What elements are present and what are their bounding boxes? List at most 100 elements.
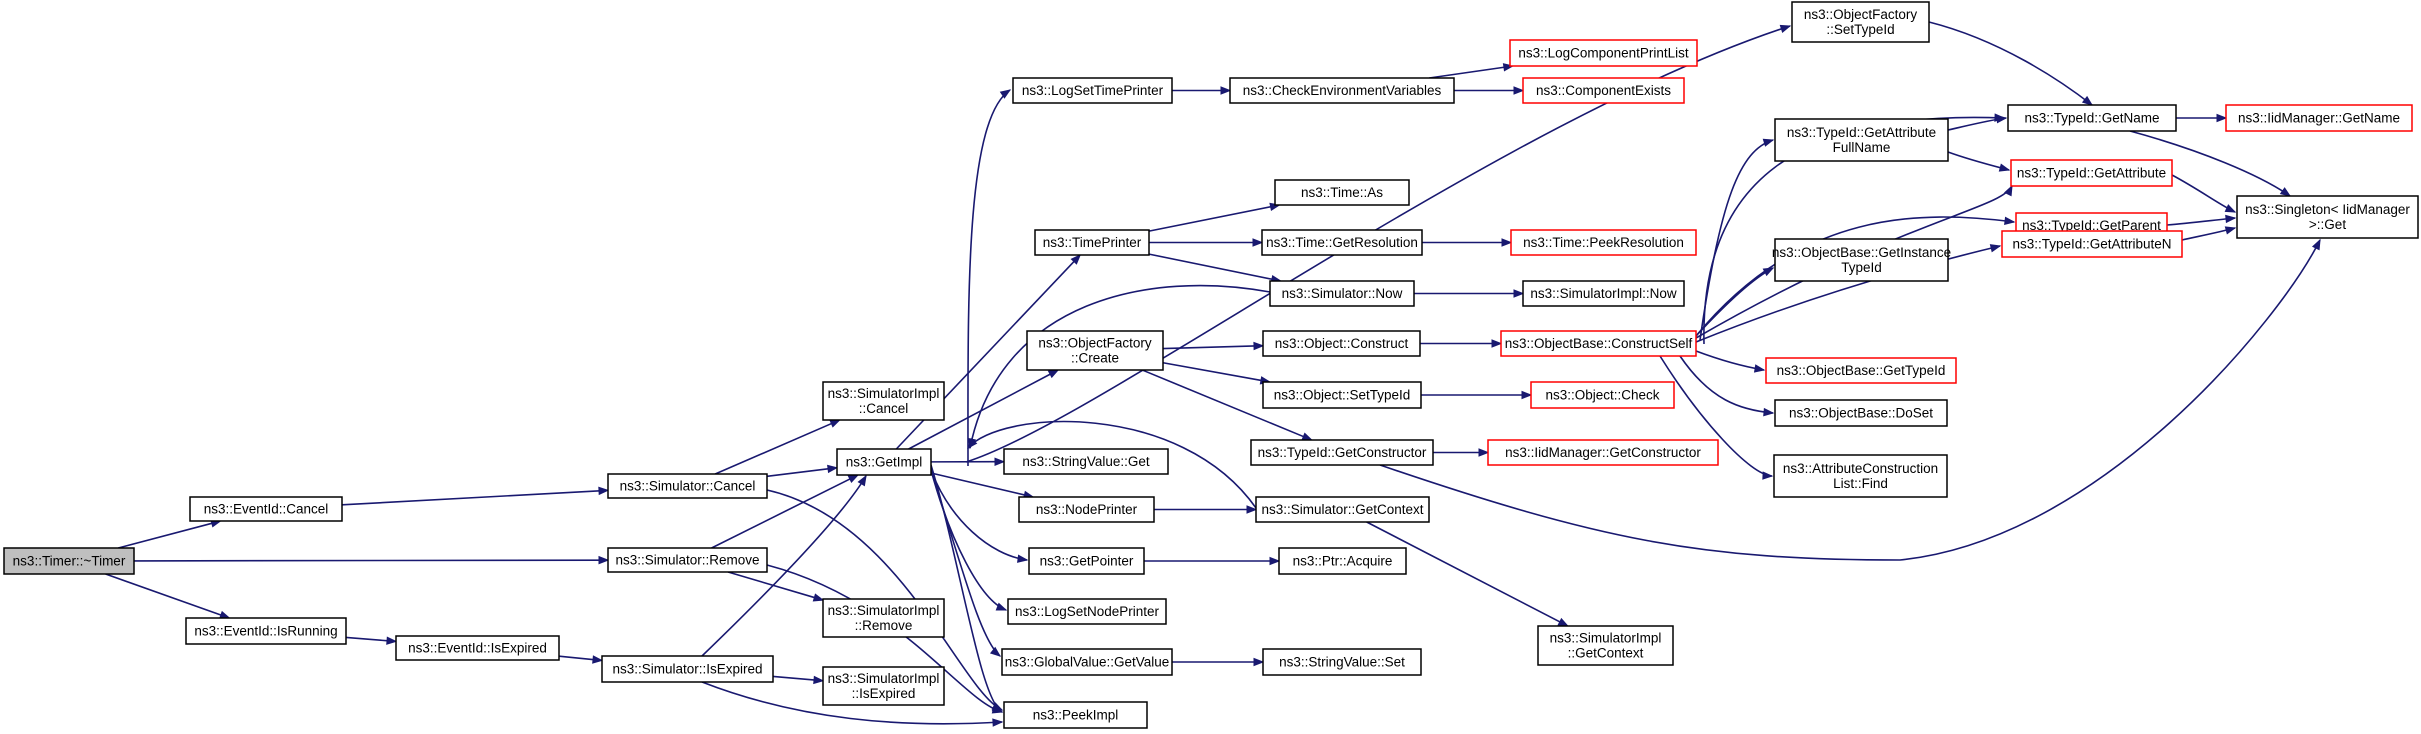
node-simimpl-isexpired[interactable]: ns3::SimulatorImpl::IsExpired — [822, 666, 945, 706]
edge-checkenv-to-componentexists — [1454, 86, 1525, 95]
edge-globalvalue_getvalue-to-stringvalue_set — [1172, 657, 1265, 667]
node-box — [822, 666, 945, 706]
node-label: TypeId — [1841, 260, 1882, 275]
node-singleton-get[interactable]: ns3::Singleton< IidManager >::Get — [2236, 195, 2419, 239]
node-simimpl-getcontext[interactable]: ns3::SimulatorImpl::GetContext — [1537, 625, 1674, 666]
node-object-construct[interactable]: ns3::Object::Construct — [1262, 330, 1421, 357]
node-componentexists[interactable]: ns3::ComponentExists — [1522, 77, 1685, 104]
edge-arrowhead — [1252, 238, 1264, 247]
edge-typeid_getattrfullname-to-typeid_getname — [1947, 114, 2008, 131]
node-getpointer[interactable]: ns3::GetPointer — [1028, 547, 1145, 575]
node-label: ns3::ComponentExists — [1536, 83, 1671, 98]
node-objbase-gettypeid[interactable]: ns3::ObjectBase::GetTypeId — [1765, 357, 1957, 384]
node-iidmanager-getname[interactable]: ns3::IidManager::GetName — [2225, 104, 2413, 132]
node-ev-isrunning[interactable]: ns3::EventId::IsRunning — [185, 617, 347, 645]
node-objfactory-create[interactable]: ns3::ObjectFactory::Create — [1026, 330, 1164, 371]
node-logsetnodeprinter[interactable]: ns3::LogSetNodePrinter — [1007, 598, 1167, 625]
edge-sim_now-to-simimpl_now — [1414, 289, 1525, 298]
node-ev-cancel[interactable]: ns3::EventId::Cancel — [189, 496, 343, 522]
node-sim-now[interactable]: ns3::Simulator::Now — [1269, 280, 1415, 307]
node-label: ns3::Simulator::Cancel — [620, 479, 756, 494]
edge-objbase_constructself-to-objbase_doset — [1679, 355, 1775, 417]
node-timer[interactable]: ns3::Timer::~Timer — [3, 547, 135, 575]
edge-sim_remove-to-simimpl_remove — [727, 571, 825, 602]
edge-arrowhead — [992, 718, 1004, 727]
edge-line — [345, 636, 389, 642]
node-iidmanager-getconstructor[interactable]: ns3::IidManager::GetConstructor — [1487, 439, 1719, 466]
node-simimpl-remove[interactable]: ns3::SimulatorImpl::Remove — [822, 598, 945, 638]
node-logcompprintlist[interactable]: ns3::LogComponentPrintList — [1509, 39, 1698, 67]
node-sim-remove[interactable]: ns3::Simulator::Remove — [607, 547, 768, 573]
node-sim-getcontext[interactable]: ns3::Simulator::GetContext — [1255, 496, 1430, 523]
edge-line — [727, 571, 816, 599]
node-ptr-acquire[interactable]: ns3::Ptr::Acquire — [1278, 547, 1407, 575]
edge-arrowhead — [386, 636, 398, 645]
edge-line — [714, 422, 833, 475]
node-sim-isexpired[interactable]: ns3::Simulator::IsExpired — [601, 655, 774, 683]
node-simimpl-cancel[interactable]: ns3::SimulatorImpl::Cancel — [822, 381, 945, 421]
edge-arrowhead — [829, 419, 841, 428]
node-typeid-getconstructor[interactable]: ns3::TypeId::GetConstructor — [1250, 439, 1434, 466]
edge-sim_isexpired-to-getimpl — [701, 474, 867, 657]
edge-object_construct-to-objbase_constructself — [1420, 339, 1503, 348]
edge-arrowhead — [1301, 432, 1314, 441]
node-label: ns3::GlobalValue::GetValue — [1005, 655, 1170, 670]
edge-arrowhead — [2225, 214, 2237, 224]
node-ev-isexpired[interactable]: ns3::EventId::IsExpired — [395, 635, 560, 661]
edge-arrowhead — [1047, 369, 1060, 379]
node-box — [1522, 280, 1685, 307]
node-object-check[interactable]: ns3::Object::Check — [1530, 381, 1675, 409]
edge-arrowhead — [1998, 163, 2011, 172]
node-time-peekres[interactable]: ns3::Time::PeekResolution — [1510, 229, 1697, 256]
node-time-getres[interactable]: ns3::Time::GetResolution — [1261, 229, 1423, 256]
edge-layer — [105, 21, 2321, 727]
node-typeid-getattributen[interactable]: ns3::TypeId::GetAttributeN — [2001, 230, 2183, 258]
node-peekimpl[interactable]: ns3::PeekImpl — [1003, 701, 1148, 729]
node-object-settypeid[interactable]: ns3::Object::SetTypeId — [1262, 381, 1422, 409]
node-time-as[interactable]: ns3::Time::As — [1274, 179, 1410, 206]
edge-typeid_getconstructor-to-singleton_get — [1379, 238, 2321, 561]
node-simimpl-now[interactable]: ns3::SimulatorImpl::Now — [1522, 280, 1685, 307]
edge-arrowhead — [598, 555, 610, 565]
edge-sim_isexpired-to-peekimpl — [701, 681, 1004, 727]
node-label: ns3::IidManager::GetConstructor — [1505, 445, 1701, 460]
edge-arrowhead — [1513, 86, 1525, 95]
edge-arrowhead — [989, 646, 1002, 657]
node-label: ns3::SimulatorImpl — [828, 671, 940, 686]
node-typeid-getname[interactable]: ns3::TypeId::GetName — [2007, 104, 2177, 132]
edge-line — [930, 464, 1003, 713]
node-globalvalue-getvalue[interactable]: ns3::GlobalValue::GetValue — [1001, 648, 1173, 676]
node-getimpl[interactable]: ns3::GetImpl — [836, 448, 932, 476]
edge-nodeprinter-to-sim_getcontext — [1154, 505, 1258, 514]
edge-line — [908, 373, 1052, 450]
node-label: ns3::Simulator::Remove — [615, 553, 759, 568]
node-stringvalue-get[interactable]: ns3::StringValue::Get — [1003, 448, 1169, 475]
node-objbase-doset[interactable]: ns3::ObjectBase::DoSet — [1774, 399, 1948, 427]
node-label: ns3::Singleton< IidManager — [2245, 202, 2410, 217]
node-stringvalue-set[interactable]: ns3::StringValue::Set — [1262, 648, 1422, 676]
edge-arrowhead — [1253, 341, 1265, 351]
node-checkenv[interactable]: ns3::CheckEnvironmentVariables — [1229, 77, 1455, 104]
edge-ev_isrunning-to-ev_isexpired — [345, 636, 398, 645]
node-label: ns3::SimulatorImpl — [828, 386, 940, 401]
node-label: ns3::ObjectFactory — [1804, 7, 1918, 22]
edge-arrowhead — [2224, 204, 2237, 213]
node-label: ::Remove — [855, 618, 913, 633]
node-box — [1262, 381, 1422, 409]
node-box — [1274, 179, 1410, 206]
node-sim-cancel[interactable]: ns3::Simulator::Cancel — [607, 473, 768, 499]
node-box — [1229, 77, 1455, 104]
node-objbase-constructself[interactable]: ns3::ObjectBase::ConstructSelf — [1500, 330, 1697, 357]
edge-timer-to-sim_remove — [133, 555, 610, 565]
edge-getimpl-to-logsettimeprinter — [967, 89, 1012, 467]
node-typeid-getattribute[interactable]: ns3::TypeId::GetAttribute — [2010, 159, 2173, 187]
node-logsettimeprinter[interactable]: ns3::LogSetTimePrinter — [1012, 77, 1173, 104]
node-box — [2007, 104, 2177, 132]
node-nodeprinter[interactable]: ns3::NodePrinter — [1018, 496, 1155, 523]
node-timeprinter[interactable]: ns3::TimePrinter — [1034, 229, 1150, 256]
node-label: ::Create — [1071, 351, 1119, 366]
node-objfactory-settypeid[interactable]: ns3::ObjectFactory::SetTypeId — [1791, 1, 1930, 43]
